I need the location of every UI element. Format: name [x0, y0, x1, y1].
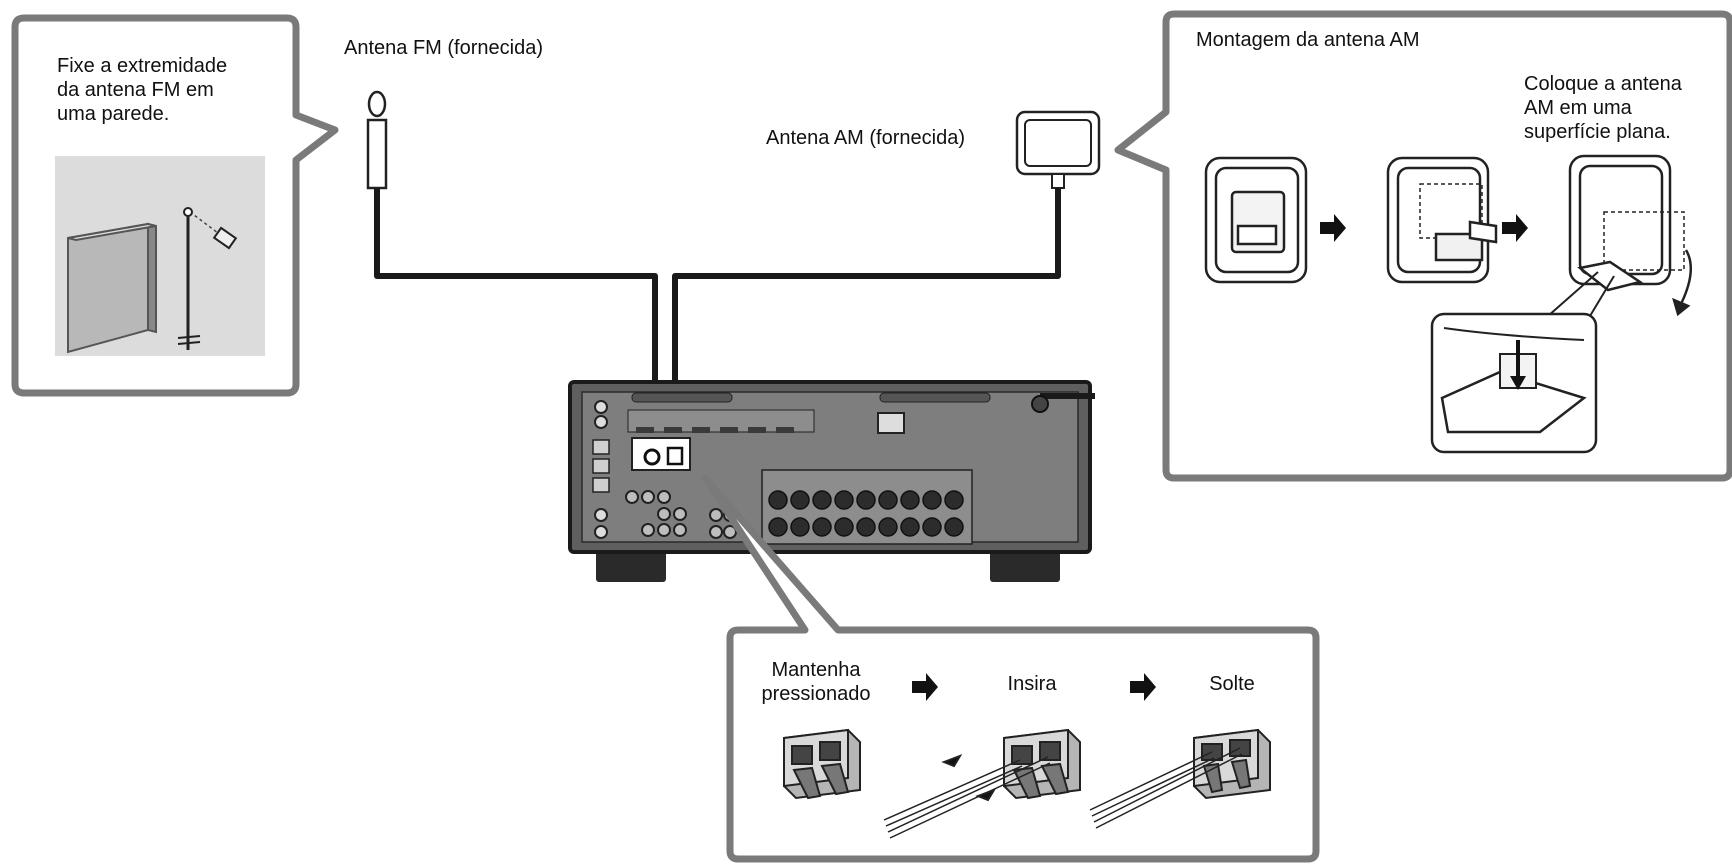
fm-antenna-label: Antena FM (fornecida) — [344, 37, 543, 59]
fm-callout-line-3: uma parede. — [57, 103, 170, 125]
terminal-step-arrows — [912, 673, 1156, 701]
am-antenna-label: Antena AM (fornecida) — [766, 127, 965, 149]
terminal-release-illustration — [1089, 728, 1271, 829]
am-stand-inset — [1430, 312, 1598, 454]
am-step-arrows — [1320, 214, 1528, 242]
am-callout-note: Coloque a antena AM em uma superfície pl… — [1524, 72, 1724, 144]
am-assembly-step-1 — [1204, 156, 1308, 284]
fm-callout-line-1: Fixe a extremidade — [57, 55, 228, 77]
terminal-press-illustration — [783, 728, 861, 800]
inset-pointer — [1547, 271, 1615, 317]
terminal-insert-illustration — [883, 728, 1081, 839]
terminal-step-3-label: Solte — [1209, 673, 1255, 695]
fm-antenna — [366, 90, 388, 190]
am-note-line-1: Coloque a antena — [1524, 73, 1682, 95]
fm-callout-line-2: da antena FM em — [57, 79, 214, 101]
antenna-cables — [374, 188, 1061, 438]
am-assembly-step-2 — [1386, 156, 1498, 284]
am-assembly-step-3 — [1568, 154, 1693, 317]
am-note-line-3: superfície plana. — [1524, 121, 1671, 143]
terminal-step-1-label: Mantenha pressionado — [756, 658, 876, 706]
terminal-step-2-label: Insira — [1007, 673, 1057, 695]
step-1-line-2: pressionado — [761, 683, 871, 705]
am-antenna — [1015, 110, 1101, 189]
step-1-line-1: Mantenha — [771, 659, 861, 681]
am-callout-title: Montagem da antena AM — [1196, 29, 1420, 51]
fm-callout-text: Fixe a extremidade da antena FM em uma p… — [57, 54, 277, 126]
am-note-line-2: AM em uma — [1524, 97, 1632, 119]
wall-photo — [55, 156, 265, 356]
av-receiver — [568, 380, 1095, 582]
